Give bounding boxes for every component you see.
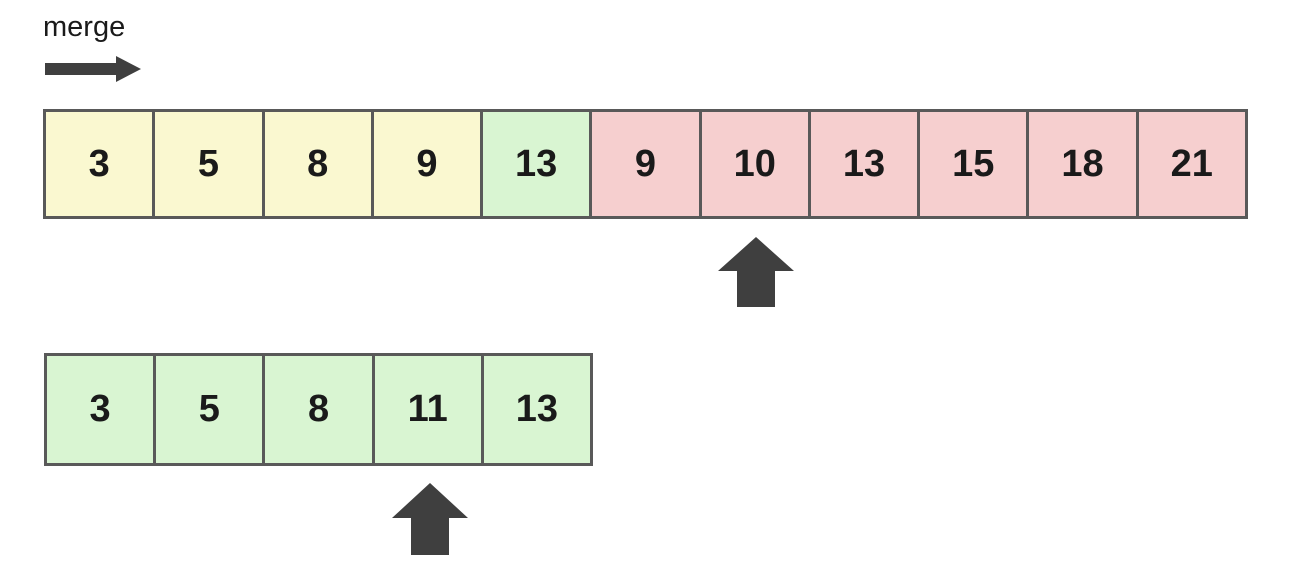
array-cell: 15 <box>917 112 1027 216</box>
array-cell: 8 <box>261 112 371 216</box>
merge-label: merge <box>43 11 126 43</box>
array-cell: 9 <box>370 112 481 216</box>
array-cell: 21 <box>1135 112 1245 216</box>
array-cell: 13 <box>807 112 918 216</box>
bottom-pointer-up-arrow-icon <box>392 483 468 555</box>
array-cell: 18 <box>1026 112 1136 216</box>
array-cell: 9 <box>589 112 699 216</box>
array-cell: 13 <box>480 112 590 216</box>
array-cell: 3 <box>46 112 153 216</box>
array-cell: 13 <box>480 356 591 463</box>
array-cell: 3 <box>47 356 154 463</box>
array-cell: 8 <box>262 356 372 463</box>
merge-right-arrow-icon <box>45 56 141 82</box>
array-cell: 5 <box>152 112 262 216</box>
array-cell: 5 <box>153 356 263 463</box>
array-cell: 10 <box>698 112 808 216</box>
top-pointer-up-arrow-icon <box>718 237 794 307</box>
array-cell: 11 <box>371 356 481 463</box>
